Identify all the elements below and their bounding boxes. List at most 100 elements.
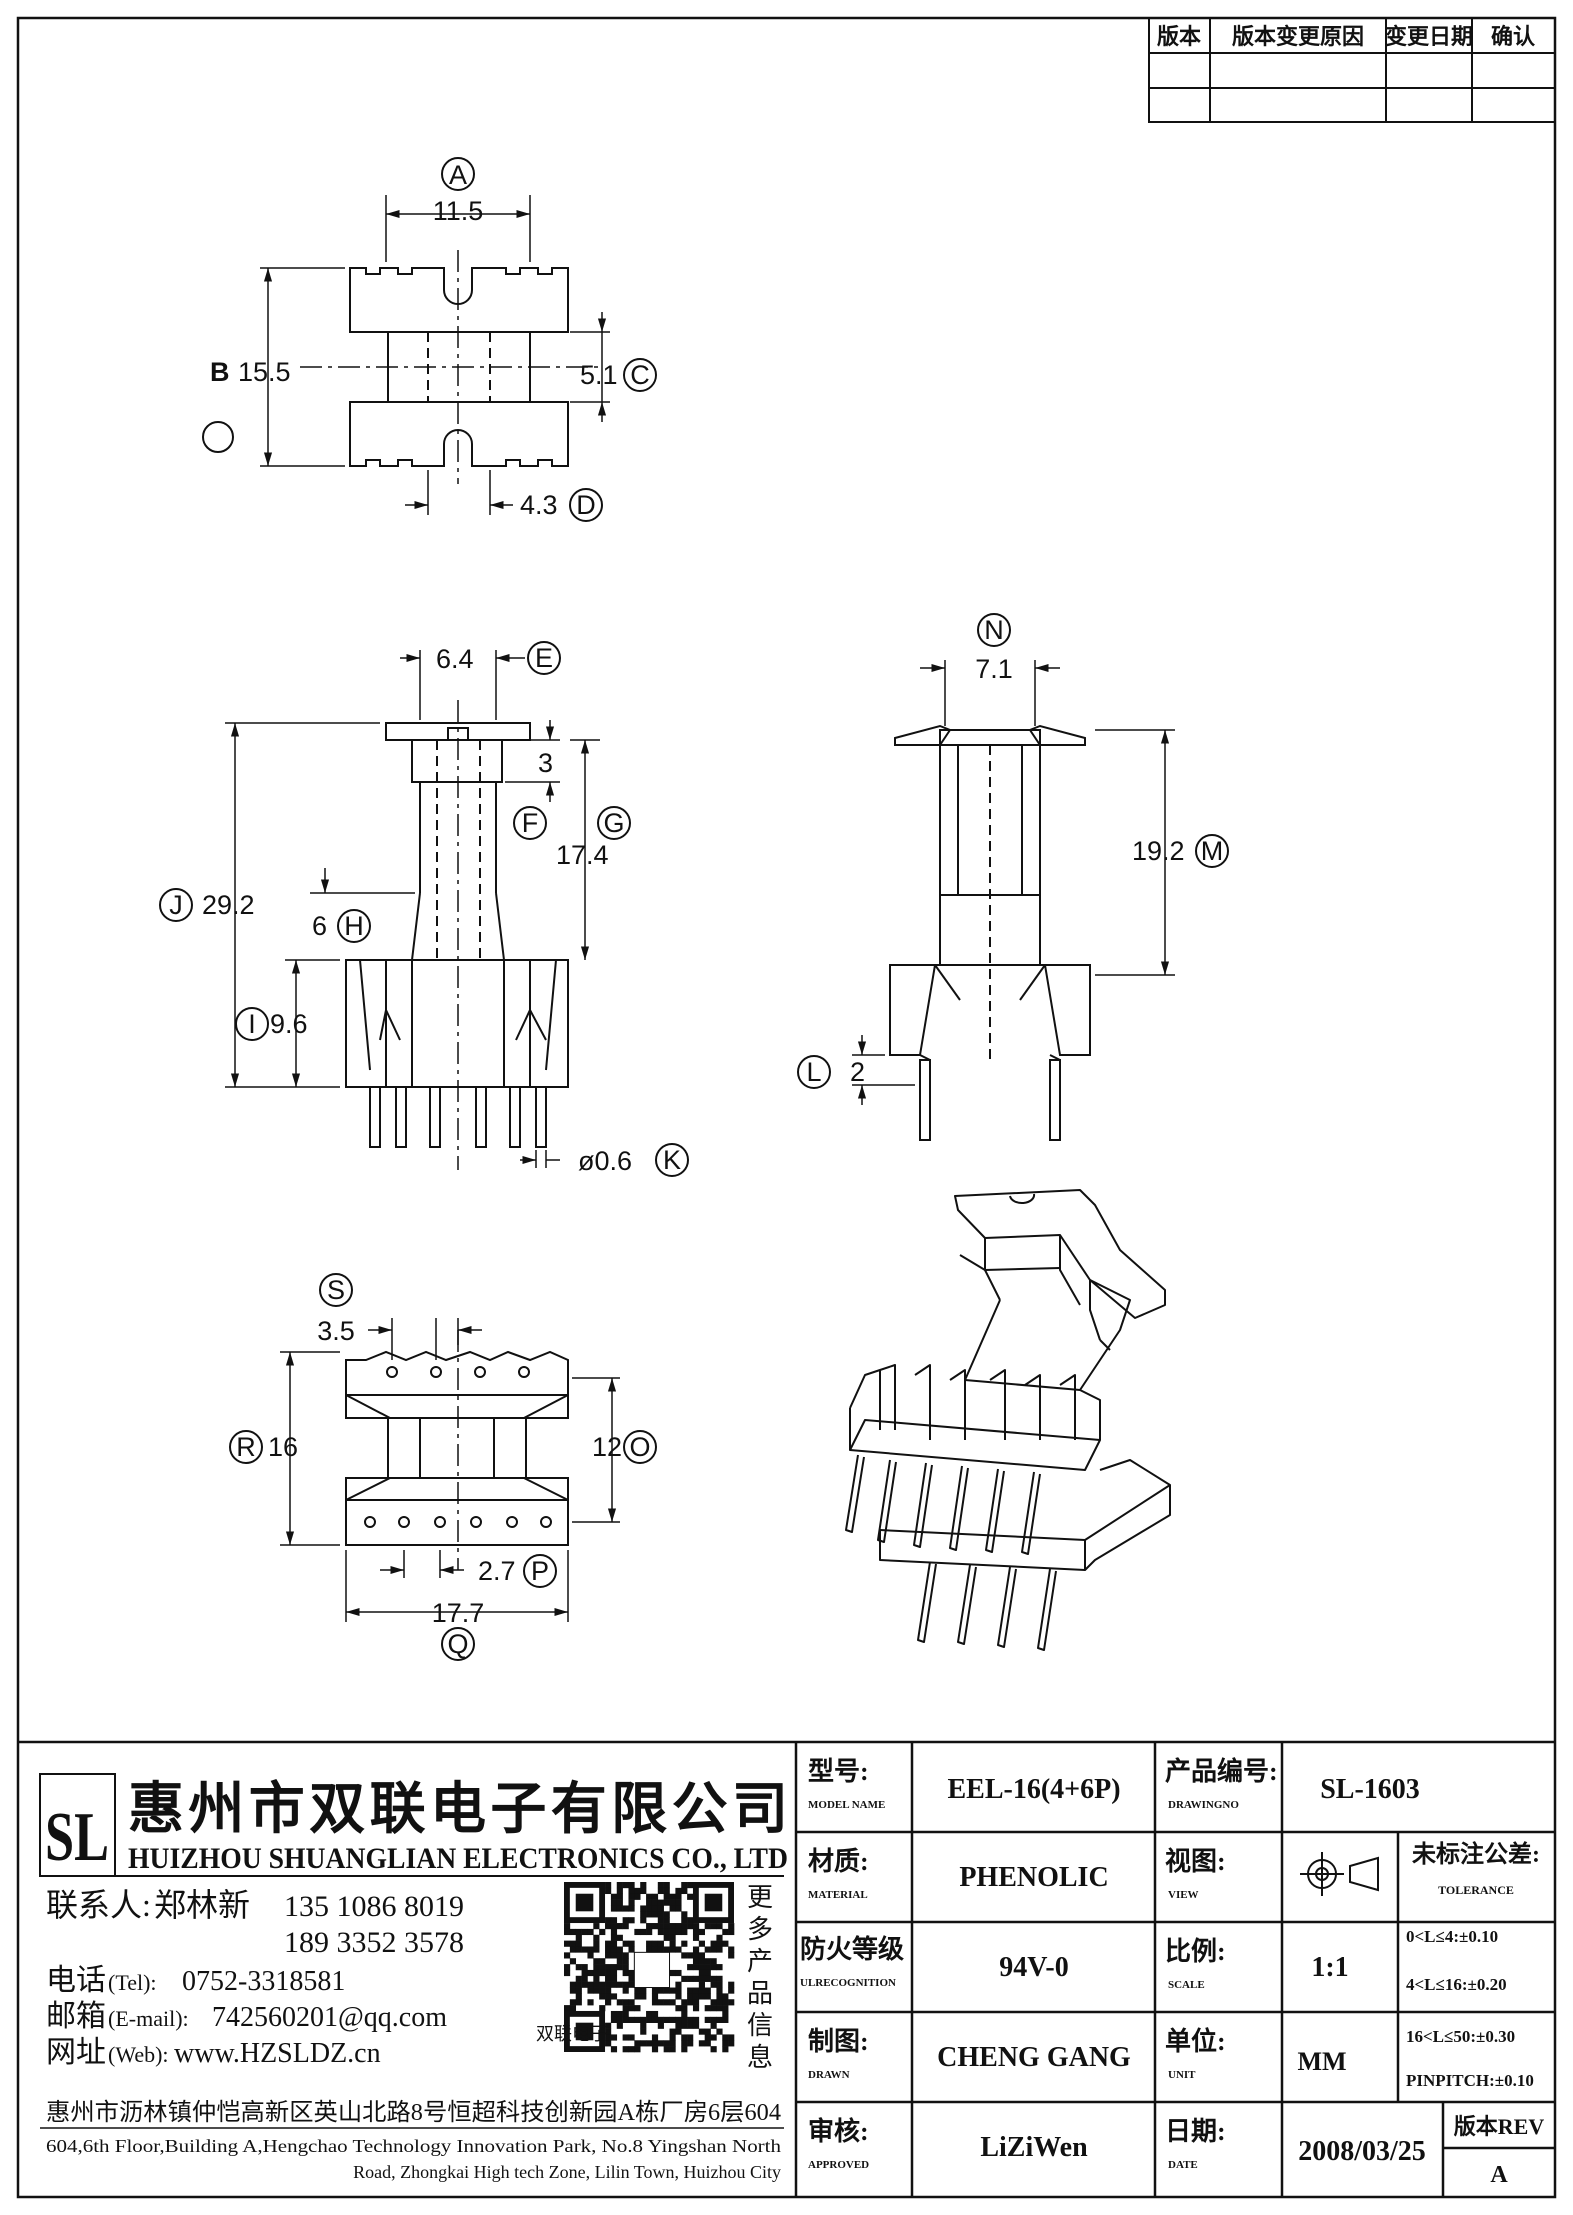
qr-module xyxy=(663,1911,670,1918)
qr-module xyxy=(651,1893,659,1900)
qr-module xyxy=(587,1981,594,1988)
rev-value: A xyxy=(1490,2162,1508,2188)
qr-module xyxy=(675,2028,682,2035)
qr-module xyxy=(681,2022,688,2029)
qr-module xyxy=(698,1958,705,1965)
qr-module xyxy=(599,1969,606,1977)
qr-module xyxy=(669,2040,676,2047)
qr-module xyxy=(593,1964,600,1971)
qr-center-badge xyxy=(633,1951,671,1989)
qr-module xyxy=(599,1993,606,2000)
drawing-no-label: 产品编号: xyxy=(1165,1756,1278,1786)
qr-module xyxy=(569,1928,577,1936)
label-F: 3 F xyxy=(513,748,553,840)
dim-F-value: 3 xyxy=(538,748,553,778)
qr-module xyxy=(622,1987,629,1994)
svg-text:R: R xyxy=(236,1432,256,1462)
qr-module xyxy=(710,2034,717,2041)
contact-label: 联系人: xyxy=(46,1887,151,1923)
label-K: ø0.6 K xyxy=(578,1143,689,1177)
qr-module xyxy=(605,1975,612,1982)
qr-module xyxy=(710,1940,717,1947)
qr-module xyxy=(710,1946,717,1953)
dim-S-value: 3.5 xyxy=(317,1316,355,1346)
qr-module xyxy=(605,2022,612,2029)
tel-label-en: (Tel): xyxy=(108,1970,157,1995)
qr-module xyxy=(605,1969,612,1977)
qr-module xyxy=(651,1999,659,2006)
qr-module xyxy=(628,1899,635,1906)
qr-module xyxy=(710,1975,717,1982)
qr-module xyxy=(634,1993,641,2000)
dim-B-value: 15.5 xyxy=(238,357,291,387)
qr-finder xyxy=(704,1893,723,1912)
label-O: 12 O xyxy=(592,1430,657,1464)
label-M: 19.2 M xyxy=(1132,834,1229,868)
qr-module xyxy=(657,1882,664,1889)
qr-module xyxy=(687,1999,694,2006)
qr-module xyxy=(593,1946,600,1953)
qr-module xyxy=(610,1964,618,1971)
qr-module xyxy=(575,1993,582,2000)
qr-module xyxy=(716,1940,723,1947)
email-label: 邮箱 xyxy=(46,2000,106,2033)
qr-module xyxy=(675,2005,682,2012)
qr-module xyxy=(640,1882,647,1889)
qr-module xyxy=(628,2034,635,2041)
qr-module xyxy=(698,1928,705,1936)
email-label-en: (E-mail): xyxy=(108,2006,189,2031)
qr-module xyxy=(681,1882,688,1889)
qr-module xyxy=(687,1964,694,1971)
qr-module xyxy=(622,2046,629,2053)
qr-module xyxy=(622,2016,629,2023)
qr-module xyxy=(704,1946,711,1953)
rev-header-confirm: 确认 xyxy=(1491,24,1535,49)
qr-module xyxy=(616,1964,623,1971)
qr-module xyxy=(663,1882,670,1889)
qr-module xyxy=(646,1928,653,1936)
label-P: 2.7 P xyxy=(478,1554,557,1588)
approved-label: 审核: xyxy=(808,2116,869,2146)
qr-module xyxy=(605,1946,612,1953)
qr-module xyxy=(704,1958,711,1965)
qr-module xyxy=(692,1987,700,1994)
qr-module xyxy=(710,2016,717,2023)
qr-module xyxy=(657,1923,664,1930)
qr-module xyxy=(605,1917,612,1924)
qr-module xyxy=(669,1940,676,1947)
qr-module xyxy=(704,1975,711,1982)
dim-O-value: 12 xyxy=(592,1432,622,1462)
drawn-value: CHENG GANG xyxy=(937,2042,1131,2073)
svg-text:A: A xyxy=(449,160,467,190)
dim-P-value: 2.7 xyxy=(478,1556,516,1586)
qr-module xyxy=(640,2016,647,2023)
qr-module xyxy=(692,1958,700,1965)
qr-module xyxy=(704,1964,711,1971)
qr-module xyxy=(710,1981,717,1988)
svg-text:K: K xyxy=(663,1145,681,1175)
label-E: 6.4 E xyxy=(436,641,561,675)
dim-I-value: 9.6 xyxy=(270,1009,308,1039)
qr-module xyxy=(669,1987,676,1994)
qr-module xyxy=(687,2034,694,2041)
qr-module xyxy=(675,1893,682,1900)
qr-module xyxy=(687,1923,694,1930)
qr-module xyxy=(564,1964,571,1971)
qr-module xyxy=(681,2010,688,2018)
qr-module xyxy=(616,1893,623,1900)
qr-module xyxy=(634,1887,641,1895)
qr-module xyxy=(669,1923,676,1930)
qr-module xyxy=(610,1940,618,1947)
qr-module xyxy=(681,1928,688,1936)
qr-module xyxy=(698,2028,705,2035)
qr-module xyxy=(622,1923,629,1930)
qr-module xyxy=(651,1905,659,1912)
qr-module xyxy=(622,2034,629,2041)
qr-module xyxy=(569,2005,577,2012)
qr-module xyxy=(728,2034,735,2041)
qr-module xyxy=(593,1981,600,1988)
svg-text:P: P xyxy=(531,1556,549,1586)
qr-module xyxy=(663,2046,670,2053)
qr-module xyxy=(605,1952,612,1959)
